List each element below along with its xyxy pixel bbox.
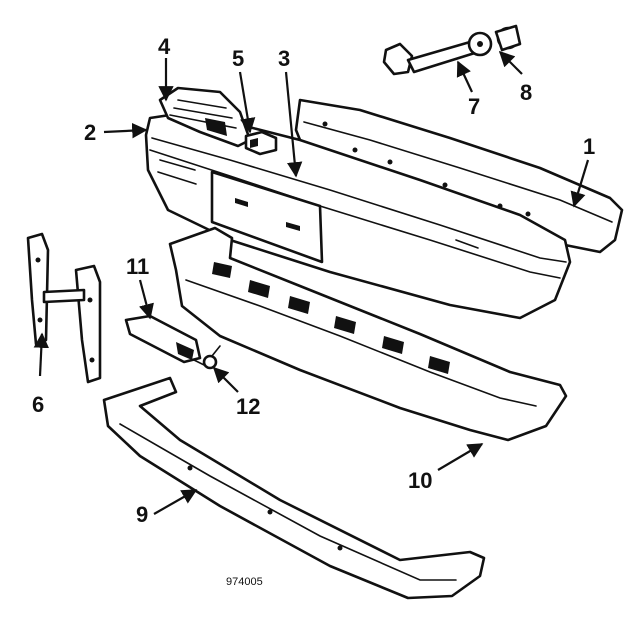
- leader-7: [456, 60, 473, 93]
- leader-3: [284, 71, 303, 178]
- part-11-lamp: [124, 314, 202, 364]
- part-6-mounting-brackets: [26, 232, 102, 384]
- part-5-retainer: [244, 130, 278, 156]
- leader-10: [437, 443, 484, 471]
- callout-3: 3: [278, 46, 291, 71]
- callout-12: 12: [236, 394, 261, 419]
- part-3-bumper-cover: [144, 110, 572, 320]
- figure-number: 974005: [226, 576, 263, 588]
- part-7-8-bracket: [382, 24, 522, 76]
- leader-9: [153, 489, 198, 515]
- leader-1: [570, 159, 590, 208]
- part-10-energy-absorber: [168, 226, 568, 442]
- callout-9: 9: [136, 502, 149, 527]
- leader-11: [138, 279, 154, 320]
- callout-10: 10: [408, 468, 433, 493]
- leader-5: [238, 71, 256, 134]
- part-9-lower-valance: [102, 376, 486, 600]
- callout-6: 6: [32, 392, 45, 417]
- callout-1: 1: [583, 134, 596, 159]
- callout-8: 8: [520, 80, 533, 105]
- leader-2: [103, 122, 148, 139]
- leader-12: [212, 366, 239, 393]
- leader-8: [498, 50, 523, 75]
- callout-4: 4: [158, 34, 171, 59]
- leader-arrows: [33, 50, 590, 515]
- leader-6: [33, 332, 50, 377]
- callout-7: 7: [468, 94, 481, 119]
- callout-2: 2: [84, 120, 97, 145]
- part-4-grille-insert: [158, 86, 252, 148]
- callout-11: 11: [126, 254, 150, 279]
- callout-5: 5: [232, 46, 245, 71]
- part-12-wiring: [193, 345, 221, 370]
